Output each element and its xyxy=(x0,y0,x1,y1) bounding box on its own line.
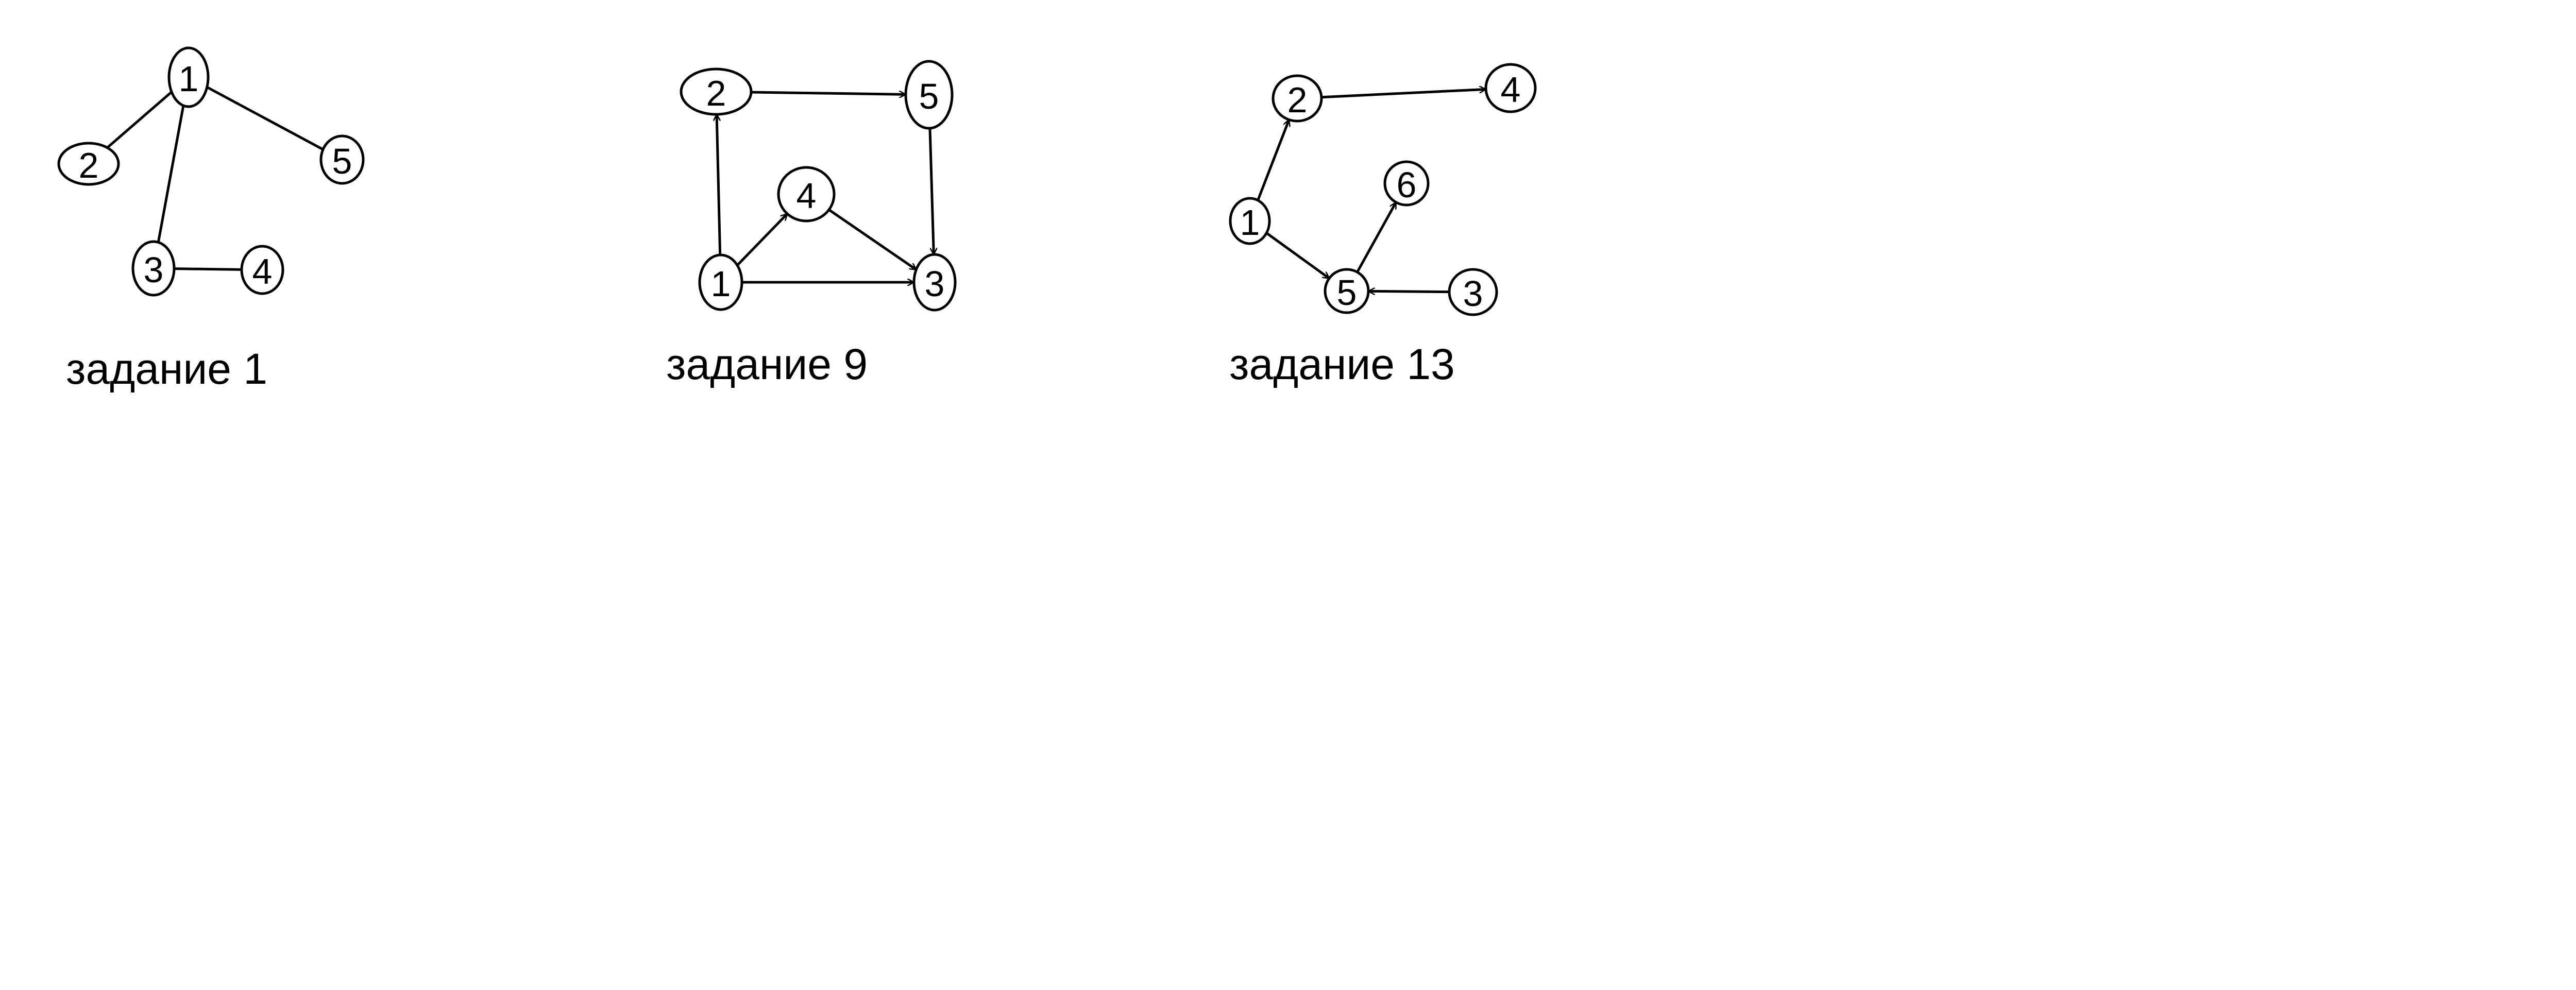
diagram-task-13: 2 4 6 1 5 3 задание 13 xyxy=(1229,63,1537,388)
node-label: 4 xyxy=(1501,70,1521,110)
node-2: 2 xyxy=(57,142,120,186)
node-label: 5 xyxy=(919,76,939,116)
node-label: 6 xyxy=(1397,165,1417,205)
edge-5-6 xyxy=(1356,202,1397,273)
node-shape xyxy=(57,142,120,186)
node-shape xyxy=(1448,268,1498,316)
node-label: 2 xyxy=(1287,80,1308,120)
node-label: 3 xyxy=(925,264,945,304)
caption-task-1: задание 1 xyxy=(66,345,267,393)
nodes: 1 2 5 3 4 xyxy=(57,46,365,297)
node-shape xyxy=(904,60,954,130)
edge-1-2 xyxy=(1257,120,1289,201)
edge-4-3 xyxy=(828,209,916,271)
node-shape xyxy=(131,240,176,297)
edge-1-4 xyxy=(736,214,787,266)
diagram-task-9: 2 5 4 1 3 задание 9 xyxy=(666,60,957,388)
node-3: 3 xyxy=(131,240,176,297)
edge-1-5 xyxy=(206,86,324,151)
nodes: 2 4 6 1 5 3 xyxy=(1229,63,1537,316)
node-4: 4 xyxy=(777,166,836,223)
node-2: 2 xyxy=(680,67,753,116)
node-label: 1 xyxy=(1240,202,1260,243)
node-label: 3 xyxy=(144,250,164,290)
node-5: 5 xyxy=(904,60,954,130)
node-4: 4 xyxy=(1484,63,1537,113)
caption-task-13: задание 13 xyxy=(1229,340,1455,388)
edge-1-2 xyxy=(106,91,173,149)
node-5: 5 xyxy=(319,134,365,185)
diagram-task-1: 1 2 5 3 4 задание 1 xyxy=(57,46,365,393)
node-shape xyxy=(680,67,753,116)
node-6: 6 xyxy=(1383,160,1430,207)
node-4: 4 xyxy=(240,245,284,295)
node-shape xyxy=(167,46,210,108)
node-label: 1 xyxy=(711,264,731,304)
edges xyxy=(1257,89,1486,292)
node-label: 2 xyxy=(79,145,99,185)
node-shape xyxy=(698,253,743,311)
edge-3-4 xyxy=(174,267,242,271)
node-1: 1 xyxy=(1229,197,1271,245)
node-label: 3 xyxy=(1463,274,1483,314)
node-shape xyxy=(1229,197,1271,245)
node-1: 1 xyxy=(698,253,743,311)
edge-5-3 xyxy=(928,128,934,254)
edge-1-3 xyxy=(157,105,185,243)
node-shape xyxy=(240,245,284,295)
edge-2-4 xyxy=(1321,89,1486,99)
edges xyxy=(717,92,934,282)
node-shape xyxy=(912,253,957,312)
node-label: 4 xyxy=(252,251,273,292)
node-shape xyxy=(1383,160,1430,207)
edge-2-5 xyxy=(751,92,906,94)
node-label: 5 xyxy=(332,141,352,181)
node-3: 3 xyxy=(912,253,957,312)
nodes: 2 5 4 1 3 xyxy=(680,60,957,312)
node-shape xyxy=(1272,74,1323,123)
node-3: 3 xyxy=(1448,268,1498,316)
node-5: 5 xyxy=(1324,268,1370,314)
node-1: 1 xyxy=(167,46,210,108)
edges xyxy=(106,86,324,271)
edge-3-5 xyxy=(1368,291,1450,292)
node-shape xyxy=(1484,63,1537,113)
node-shape xyxy=(777,166,836,223)
edge-1-2 xyxy=(717,114,722,255)
node-label: 4 xyxy=(796,176,817,216)
caption-task-9: задание 9 xyxy=(666,340,868,388)
node-label: 5 xyxy=(1337,272,1357,313)
node-label: 1 xyxy=(179,59,199,99)
node-shape xyxy=(319,134,365,185)
node-label: 2 xyxy=(706,73,726,113)
node-shape xyxy=(1324,268,1370,314)
edge-1-5 xyxy=(1265,232,1329,280)
node-2: 2 xyxy=(1272,74,1323,123)
